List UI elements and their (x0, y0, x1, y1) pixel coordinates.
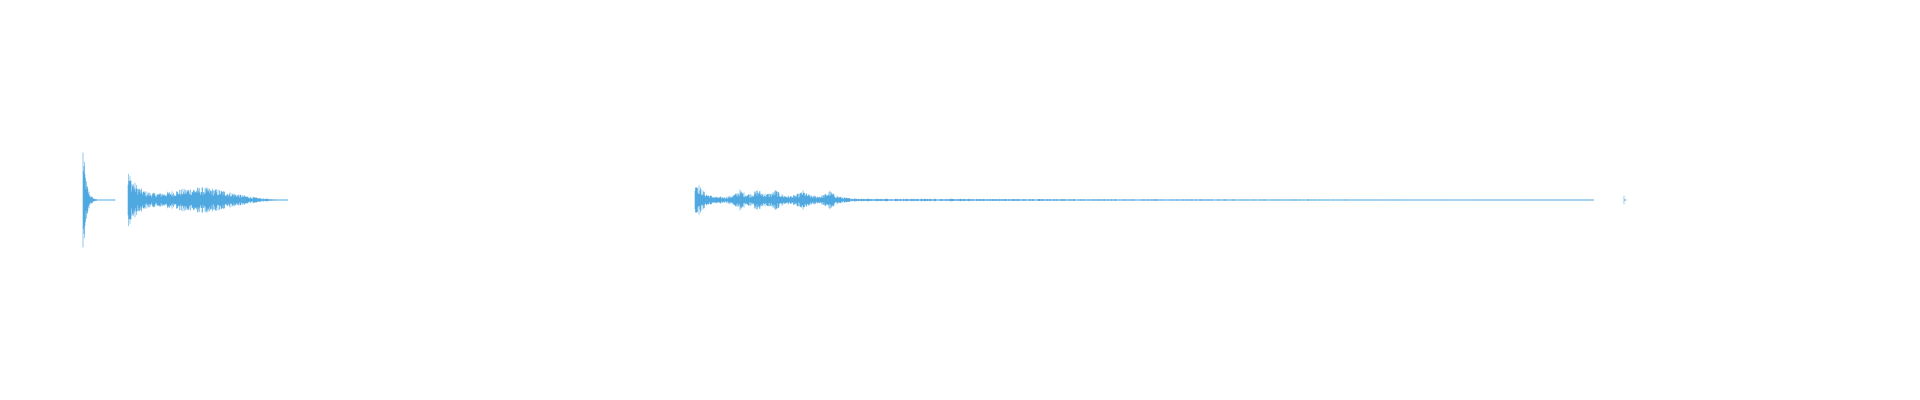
waveform-layer (82, 152, 1627, 248)
segment-3-long-tail (694, 185, 1595, 215)
segment-1-transient (82, 152, 105, 248)
segment-4-blip (1623, 195, 1625, 205)
segment-2-burst (127, 173, 289, 227)
